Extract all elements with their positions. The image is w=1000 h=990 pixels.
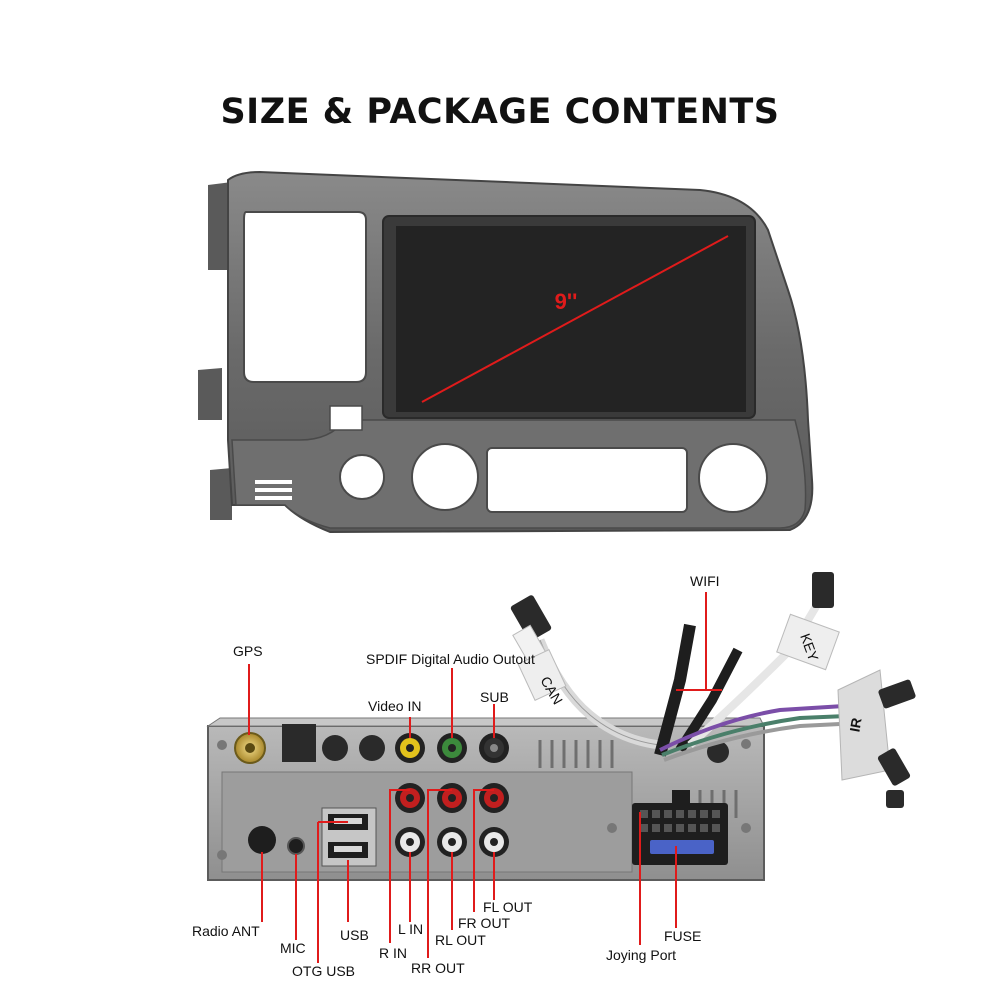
- display-screen: 9'': [382, 215, 756, 419]
- radio-ant-label: Radio ANT: [192, 923, 260, 939]
- video-in-label: Video IN: [368, 698, 421, 714]
- sub-label: SUB: [480, 689, 509, 705]
- l-in-label: L IN: [398, 921, 423, 937]
- fr-out-label: FR OUT: [458, 915, 511, 931]
- r-in-label: R IN: [379, 945, 407, 961]
- rr-out-label: RR OUT: [411, 960, 465, 976]
- leader-lines: [248, 592, 722, 963]
- rl-out-label: RL OUT: [435, 932, 486, 948]
- screen-size-label: 9'': [555, 289, 578, 314]
- otg-usb-label: OTG USB: [292, 963, 355, 979]
- radio-ant-port: [248, 826, 276, 854]
- rca-jacks: [395, 733, 509, 857]
- usb-label: USB: [340, 927, 369, 943]
- mic-label: MIC: [280, 940, 306, 956]
- wifi-label: WIFI: [690, 573, 720, 589]
- fl-out-label: FL OUT: [483, 899, 533, 915]
- joying-port-label: Joying Port: [606, 947, 676, 963]
- spdif-label: SPDIF Digital Audio Outout: [366, 651, 535, 667]
- usb-ports: [321, 807, 377, 867]
- page-title: SIZE & PACKAGE CONTENTS: [220, 92, 780, 132]
- fuse-label: FUSE: [664, 928, 701, 944]
- gps-connector: [234, 732, 266, 764]
- callout-labels: WIFI GPS SPDIF Digital Audio Outout Vide…: [192, 573, 720, 979]
- ir-tag-label: IR: [846, 717, 864, 734]
- wire-harness: CAN KEY IR: [510, 572, 916, 808]
- gps-label: GPS: [233, 643, 263, 659]
- joying-port-connector: [632, 790, 728, 865]
- screen-diagonal-line: [421, 235, 729, 403]
- mic-port: [287, 837, 305, 855]
